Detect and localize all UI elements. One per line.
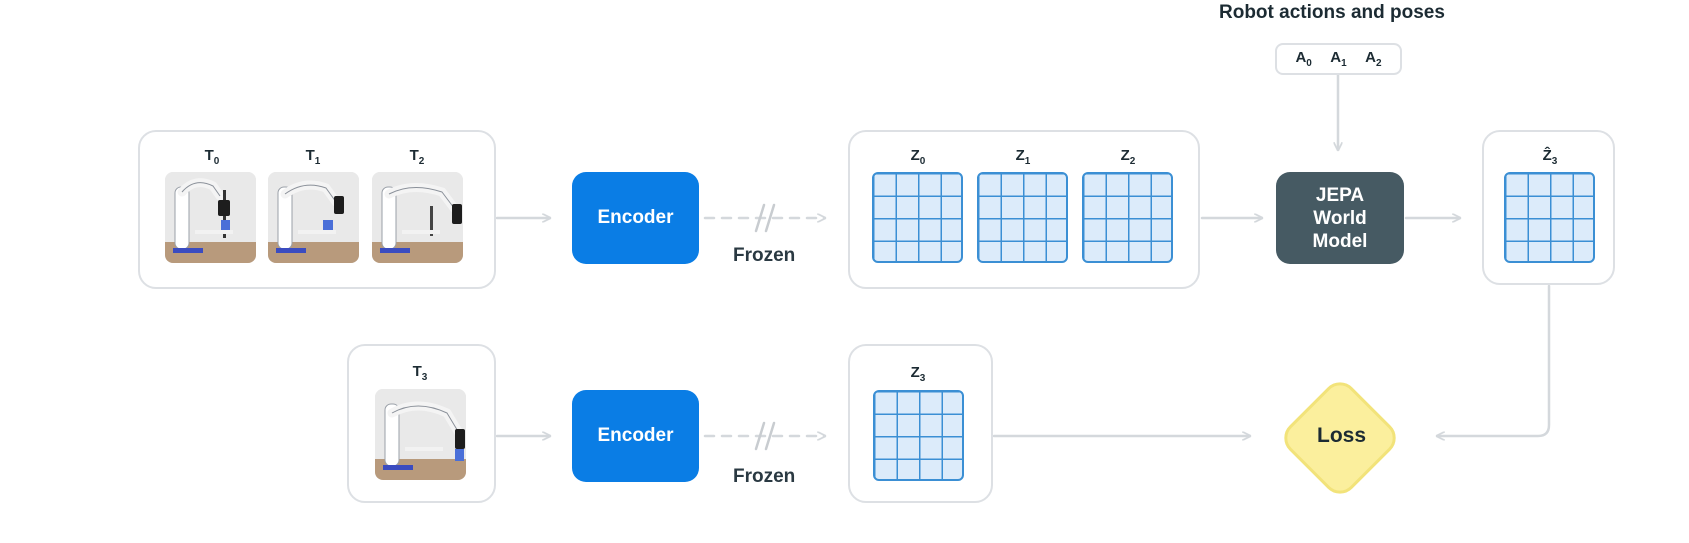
- latent-grid: [1082, 172, 1173, 263]
- frame-label: T2: [409, 147, 425, 167]
- frozen-label: Frozen: [733, 245, 796, 266]
- world-model-line: World: [1313, 207, 1367, 229]
- latent-label: Z2: [1120, 147, 1136, 167]
- latent-grid: [977, 172, 1068, 263]
- latent-label: Z1: [1015, 147, 1031, 167]
- frame-label: T3: [412, 363, 428, 383]
- encoder-block: Encoder: [572, 390, 699, 482]
- frame-label: T0: [204, 147, 220, 167]
- action-label: A0: [1295, 49, 1312, 69]
- latent-grid: [872, 172, 963, 263]
- action-label: A2: [1365, 49, 1382, 69]
- robot-frame-image: [268, 172, 359, 263]
- predicted-latent-label: Ẑ3: [1542, 147, 1558, 167]
- world-model-line: Model: [1312, 230, 1368, 252]
- target-latent-label: Z3: [910, 364, 926, 384]
- frozen-break-mark: [754, 421, 766, 451]
- frozen-break-mark: [754, 203, 766, 233]
- encoder-block: Encoder: [572, 172, 699, 264]
- frozen-label: Frozen: [733, 466, 796, 487]
- latent-grid: [1504, 172, 1595, 263]
- robot-frame-image: [375, 389, 466, 480]
- latent-grid: [873, 390, 964, 481]
- actions-box: A0 A1 A2: [1275, 43, 1402, 75]
- robot-frame-image: [372, 172, 463, 263]
- robot-frame-image: [165, 172, 256, 263]
- world-model-line: JEPA: [1315, 184, 1365, 206]
- actions-title: Robot actions and poses: [1219, 2, 1445, 23]
- frozen-break-mark: [764, 203, 776, 233]
- loss-diamond: [1284, 382, 1396, 494]
- loss-label: Loss: [1317, 424, 1367, 447]
- jepa-world-model-block: JEPA World Model: [1276, 172, 1404, 264]
- frozen-break-mark: [764, 421, 776, 451]
- action-label: A1: [1330, 49, 1347, 69]
- frame-label: T1: [305, 147, 321, 167]
- arrow-prediction-to-loss: [1435, 284, 1551, 436]
- latent-label: Z0: [910, 147, 926, 167]
